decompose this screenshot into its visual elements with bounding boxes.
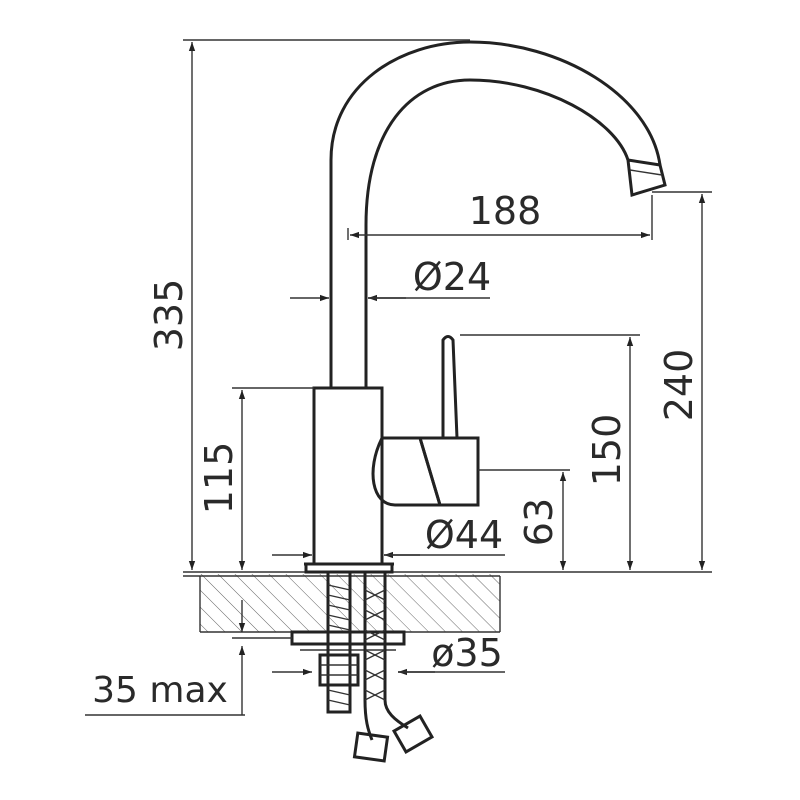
threaded-stud: [326, 570, 352, 714]
handle-cartridge: [371, 436, 443, 507]
label-hole-diameter: ø35: [431, 631, 503, 675]
countertop-section: [183, 571, 712, 633]
hose-fitting-right: [391, 714, 435, 754]
label-counter-thickness: 35 max: [92, 670, 228, 711]
label-height-total: 335: [147, 279, 191, 352]
spout-outer: [329, 40, 662, 388]
label-body-diameter: Ø44: [425, 513, 503, 557]
label-lever-height: 150: [585, 414, 629, 487]
hose-left: [363, 572, 374, 741]
dimension-labels: 335 188 Ø24 240 150 115 63 Ø44 ø35 35 ma…: [92, 189, 701, 711]
spout-inner: [364, 78, 630, 388]
aerator: [626, 158, 667, 197]
hose-fitting-left: [352, 731, 390, 763]
mounting-nut: [318, 653, 360, 687]
label-spout-diameter: Ø24: [413, 255, 491, 299]
faucet-outline: [304, 40, 667, 574]
label-spout-height: 240: [657, 349, 701, 422]
label-reach: 188: [469, 189, 542, 233]
dimension-lines: [188, 42, 706, 715]
extension-lines: [85, 39, 712, 716]
label-body-height: 115: [197, 442, 241, 515]
lever-rod: [441, 335, 459, 439]
lever-block: [417, 436, 480, 507]
label-handle-axis-height: 63: [517, 498, 561, 546]
